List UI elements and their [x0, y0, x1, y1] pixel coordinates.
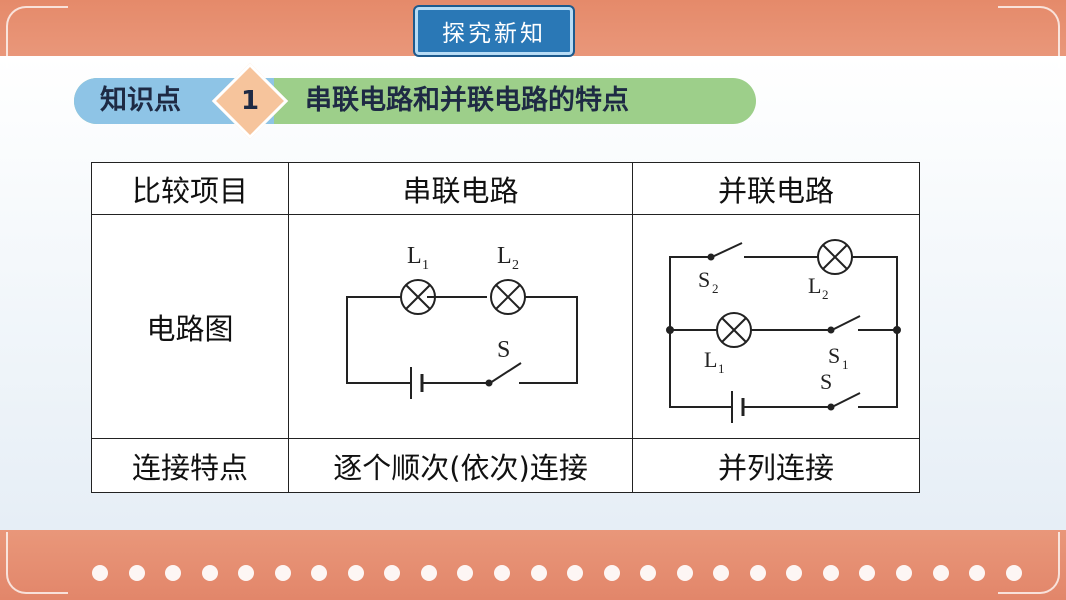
lamp-l1-subscript: 1	[718, 361, 725, 376]
dot-decoration	[640, 565, 657, 581]
row-label-connection: 连接特点	[90, 438, 290, 493]
dot-decoration	[384, 565, 401, 581]
dot-decoration	[457, 565, 474, 581]
dot-decoration	[128, 565, 145, 581]
section-badge: 探究新知	[415, 7, 573, 55]
dot-decoration	[92, 565, 108, 581]
dot-decoration	[238, 565, 255, 581]
dot-decoration	[274, 565, 291, 581]
series-circuit-diagram: L 1 L 2 S	[345, 243, 578, 399]
lamp-l1-icon	[399, 278, 436, 315]
dot-decoration	[969, 565, 986, 581]
dot-decoration	[896, 565, 913, 581]
lamp-l2-subscript: 2	[512, 258, 519, 273]
lamp-l1-cross	[404, 283, 431, 310]
corner-ornament-bottom-left	[6, 532, 68, 594]
switch-s-label: S	[497, 337, 510, 363]
series-diagram-cell: L 1 L 2 S	[288, 214, 633, 439]
dot-row-decoration	[92, 564, 1022, 582]
knowledge-point-title: 串联电路和并联电路的特点	[305, 85, 629, 116]
switch-s1-icon	[831, 314, 861, 331]
lamp-l2-cross	[822, 243, 848, 270]
dot-decoration	[676, 565, 693, 581]
row-label-circuit-diagram: 电路图	[90, 214, 290, 439]
lamp-l2-icon	[489, 278, 526, 315]
parallel-connection-text: 并列连接	[632, 438, 920, 493]
lamp-l1-subscript: 1	[422, 258, 429, 273]
bottom-decorative-band	[0, 530, 1066, 600]
dot-decoration	[713, 565, 730, 581]
dot-decoration	[567, 565, 584, 581]
lamp-l1-label: L	[704, 347, 717, 372]
knowledge-point-number: 1	[240, 86, 260, 116]
parallel-circuit-diagram: S 2 L 2 L 1 S 1 S	[666, 238, 901, 423]
dot-decoration	[494, 565, 511, 581]
table-row: 电路图 L	[90, 214, 920, 439]
header-cell-item: 比较项目	[90, 162, 290, 215]
header-cell-series: 串联电路	[288, 162, 633, 215]
switch-s1-label: S	[828, 343, 840, 368]
lamp-l1-icon	[716, 311, 752, 348]
switch-s-label: S	[820, 369, 832, 394]
lamp-l2-subscript: 2	[822, 287, 829, 302]
lamp-l2-label: L	[808, 273, 821, 298]
knowledge-point-label: 知识点	[100, 85, 181, 116]
switch-s2-icon	[711, 241, 743, 258]
switch-s2-terminal	[707, 253, 715, 260]
header-cell-parallel: 并联电路	[632, 162, 920, 215]
lamp-l2-cross	[494, 283, 521, 310]
dot-decoration	[786, 565, 803, 581]
table-header-row: 比较项目 串联电路 并联电路	[90, 162, 920, 215]
comparison-table: 比较项目 串联电路 并联电路 电路图	[90, 162, 920, 493]
parallel-circuit-wire	[852, 255, 898, 408]
corner-ornament-bottom-right	[998, 532, 1060, 594]
dot-decoration	[420, 565, 437, 581]
corner-ornament-top-left	[6, 6, 68, 68]
table-row: 连接特点 逐个顺次(依次)连接 并列连接	[90, 438, 920, 493]
lamp-l2-label: L	[497, 243, 512, 269]
series-connection-text: 逐个顺次(依次)连接	[288, 438, 633, 493]
switch-s-icon	[488, 361, 522, 384]
corner-ornament-top-right	[998, 6, 1060, 68]
switch-s2-label: S	[698, 267, 710, 292]
lamp-l2-icon	[817, 238, 853, 275]
dot-decoration	[201, 565, 218, 581]
dot-decoration	[530, 565, 547, 581]
junction-dot-right	[893, 325, 901, 334]
parallel-diagram-cell: S 2 L 2 L 1 S 1 S	[632, 214, 920, 439]
series-circuit-wire	[518, 295, 578, 384]
switch-s-icon	[831, 391, 861, 408]
switch-s-terminal	[485, 379, 493, 386]
lamp-l1-cross	[721, 316, 747, 343]
dot-decoration	[859, 565, 876, 581]
dot-decoration	[165, 565, 182, 581]
junction-dot-left	[666, 325, 674, 334]
dot-decoration	[347, 565, 364, 581]
lamp-l1-label: L	[407, 243, 422, 269]
dot-decoration	[749, 565, 766, 581]
dot-decoration	[603, 565, 620, 581]
switch-s1-terminal	[827, 326, 835, 333]
switch-s-terminal	[827, 403, 835, 410]
dot-decoration	[822, 565, 839, 581]
series-circuit-wire	[345, 295, 411, 384]
switch-s1-subscript: 1	[842, 357, 849, 372]
switch-s2-subscript: 2	[712, 281, 719, 296]
dot-decoration	[311, 565, 328, 581]
dot-decoration	[932, 565, 949, 581]
